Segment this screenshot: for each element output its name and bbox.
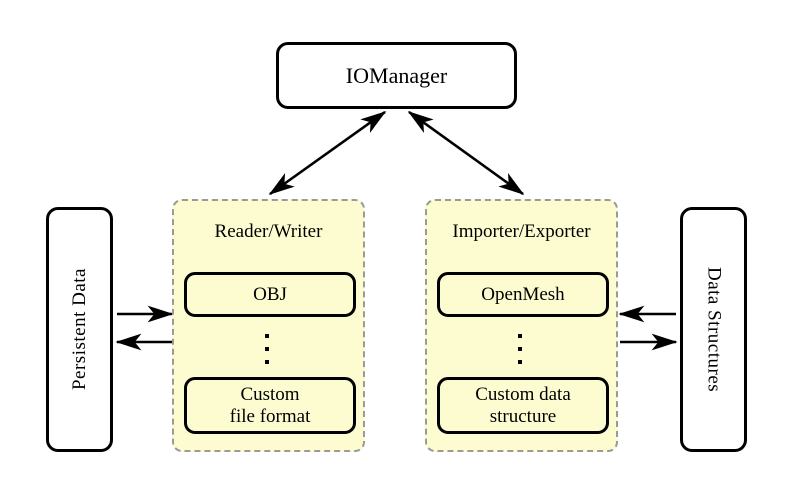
panel-importer-exporter-item-custom-data-structure[interactable]: Custom data structure	[437, 377, 609, 434]
panel-reader-writer-item-obj-label: OBJ	[253, 283, 287, 305]
panel-reader-writer-title: Reader/Writer	[214, 221, 323, 242]
node-data-structures[interactable]: Data Structures	[680, 207, 747, 452]
panel-importer-exporter-title: Importer/Exporter	[452, 221, 591, 242]
custom-file-format-line-2: file format	[229, 405, 311, 427]
panel-reader-writer-item-custom-file-format[interactable]: Custom file format	[184, 377, 356, 434]
panel-reader-writer-ellipsis-icon	[264, 334, 270, 364]
panel-reader-writer-item-custom-file-format-label: Custom file format	[230, 384, 311, 427]
custom-data-structure-line-2: structure	[489, 405, 557, 427]
panel-importer-exporter-item-custom-data-structure-label: Custom data structure	[475, 384, 571, 427]
connector-iomanager-reader-writer	[268, 110, 387, 196]
panel-importer-exporter-item-openmesh[interactable]: OpenMesh	[437, 272, 609, 317]
custom-file-format-line-1: Custom	[240, 384, 300, 406]
node-iomanager-label: IOManager	[345, 62, 448, 88]
panel-importer-exporter-item-openmesh-label: OpenMesh	[481, 283, 565, 305]
connector-iomanager-importer-exporter	[407, 110, 525, 196]
node-data-structures-label: Data Structures	[703, 266, 725, 393]
node-persistent-data-label: Persistent Data	[68, 268, 90, 391]
node-persistent-data[interactable]: Persistent Data	[46, 207, 113, 452]
node-iomanager[interactable]: IOManager	[276, 42, 517, 109]
panel-reader-writer-item-obj[interactable]: OBJ	[184, 272, 356, 317]
custom-data-structure-line-1: Custom data	[475, 384, 571, 406]
panel-importer-exporter-ellipsis-icon	[517, 334, 523, 364]
